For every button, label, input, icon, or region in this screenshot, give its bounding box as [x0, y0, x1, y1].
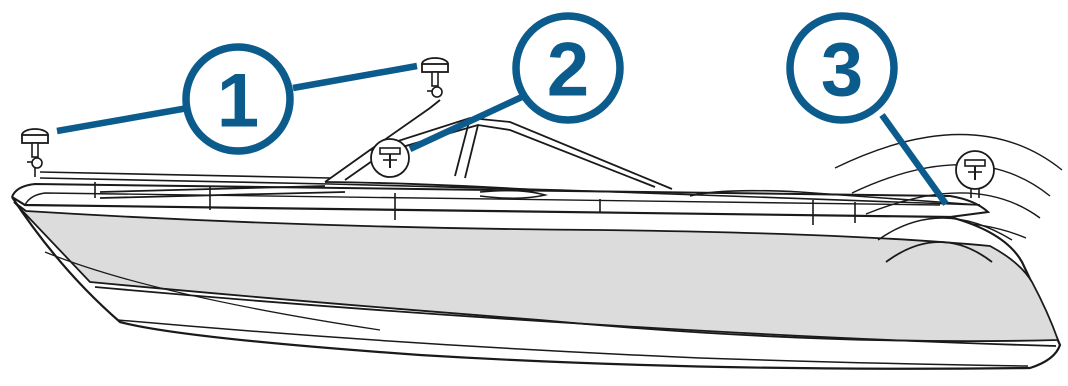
- gps-antenna-icon: [22, 129, 48, 177]
- callout-1-leader-right: [293, 66, 417, 88]
- callout-3-leader: [882, 115, 946, 204]
- callout-2-label: 2: [547, 28, 589, 113]
- gps-antenna-icon: [956, 151, 994, 198]
- callout-1: 1: [186, 47, 290, 151]
- callout-2: 2: [516, 16, 620, 120]
- callout-3-label: 3: [821, 28, 863, 113]
- gps-antenna-icon: [371, 139, 409, 177]
- callout-1-label: 1: [217, 59, 259, 144]
- gps-antenna-icon: [422, 58, 448, 97]
- callout-1-leader-left: [57, 108, 188, 131]
- callout-3: 3: [790, 16, 894, 120]
- boat-hull: [12, 184, 1060, 369]
